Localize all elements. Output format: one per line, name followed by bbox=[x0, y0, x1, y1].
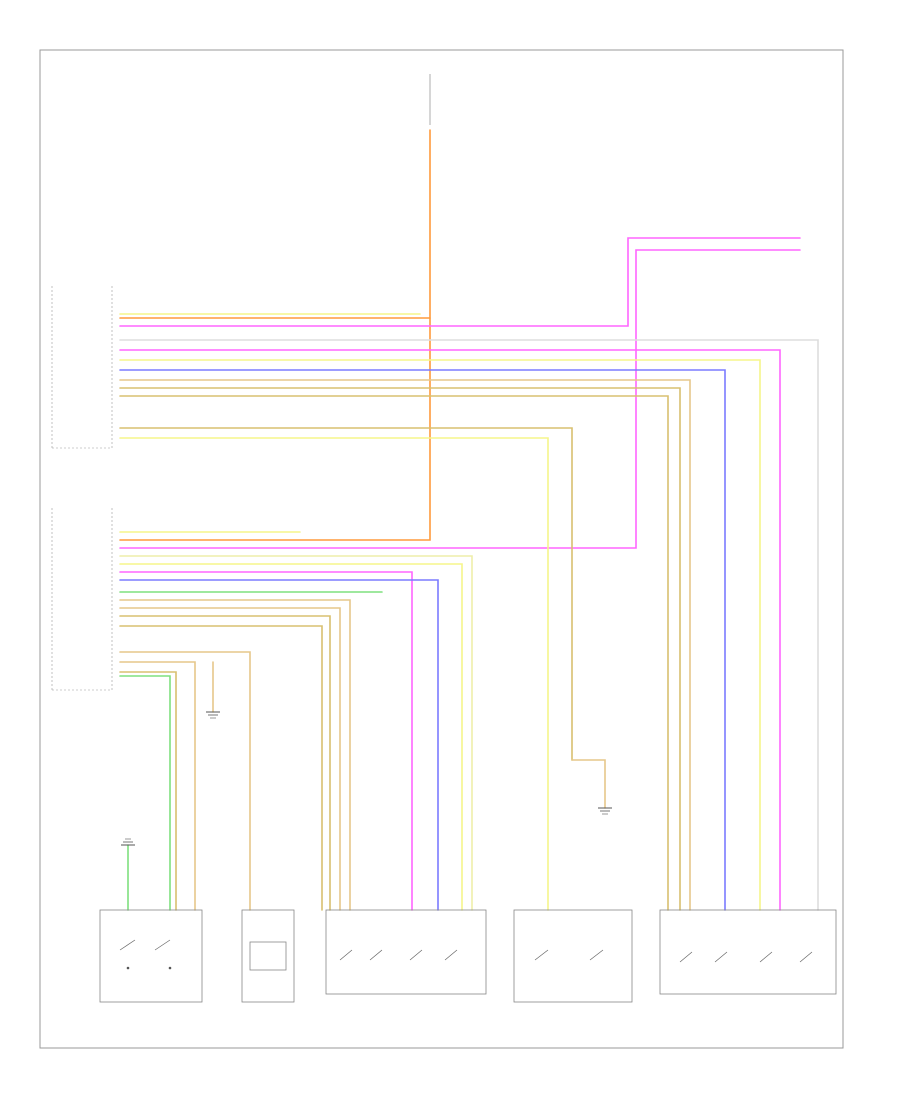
wire-m1-row13 bbox=[119, 427, 573, 761]
wire-right-ground bbox=[571, 759, 606, 809]
wire-m2-row18 bbox=[119, 675, 171, 911]
wire-m2-row5 bbox=[119, 555, 473, 911]
wire-m2-row10 bbox=[119, 599, 351, 911]
wire-m1-row9 bbox=[119, 379, 691, 911]
wire-pink-1 bbox=[119, 237, 801, 327]
module2-connector bbox=[51, 508, 113, 691]
wire-m1-row11 bbox=[119, 395, 669, 911]
wire-m2-row17 bbox=[119, 671, 177, 911]
wire-m2-row16 bbox=[119, 661, 196, 911]
wire-m1-row10 bbox=[119, 387, 681, 911]
wire-pink-2 bbox=[119, 249, 801, 549]
wire-m2-row7 bbox=[119, 571, 413, 911]
ground-symbol-m2 bbox=[206, 711, 220, 719]
wire-m2-row13 bbox=[119, 625, 323, 911]
switch-4 bbox=[513, 909, 633, 1003]
wire-m2-row12 bbox=[119, 615, 331, 911]
wire-m1-row8 bbox=[119, 369, 726, 911]
diagram-frame bbox=[39, 49, 844, 1049]
wire-orange-main bbox=[119, 129, 431, 541]
wire-m2-row11 bbox=[119, 607, 341, 911]
module1-connector bbox=[51, 286, 113, 449]
wire-m2-row6 bbox=[119, 563, 463, 911]
wire-group bbox=[119, 129, 819, 911]
ground-symbol-left bbox=[121, 838, 135, 846]
ground-symbol-right bbox=[598, 807, 612, 815]
switch-5 bbox=[659, 909, 837, 995]
wire-m1-row6 bbox=[119, 349, 781, 911]
switch-3 bbox=[325, 909, 487, 995]
switch-2 bbox=[241, 909, 295, 1003]
wire-m2-row15 bbox=[119, 651, 251, 911]
wire-m2-row8 bbox=[119, 579, 439, 911]
wire-m1-row7 bbox=[119, 359, 761, 911]
switch-1 bbox=[99, 909, 203, 1003]
wire-m1-row14 bbox=[119, 437, 549, 911]
wire-m1-row5 bbox=[119, 339, 819, 911]
